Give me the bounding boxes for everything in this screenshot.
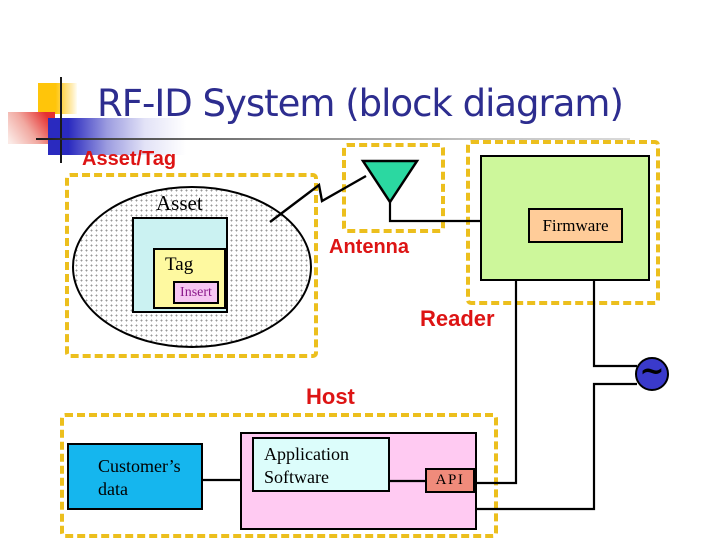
api-node-label: API: [435, 472, 465, 488]
asset-tag-group-box: [65, 173, 318, 358]
firmware-node-label: Firmware: [542, 215, 609, 235]
api-box: API: [425, 468, 475, 493]
deco-blue-square: [48, 118, 205, 155]
tag-node-label: Tag: [165, 254, 194, 275]
title-underline: [36, 138, 630, 140]
customer-data-box: Customer’s data: [67, 443, 203, 510]
application-line1: Application: [264, 444, 349, 464]
reader-label: Reader: [420, 306, 495, 331]
reader-group-box: [466, 140, 660, 305]
deco-yellow-square: [38, 83, 77, 114]
page-title: RF-ID System (block diagram): [97, 82, 624, 125]
asset-tag-label: Asset/Tag: [82, 148, 177, 170]
insert-node-label: Insert: [180, 284, 212, 300]
antenna-group-box: [342, 143, 445, 233]
deco-vertical-line: [60, 77, 62, 163]
ac-source-icon: ~: [635, 353, 669, 391]
customer-data-line1: Customer’s: [98, 456, 181, 476]
insert-box: Insert: [173, 281, 219, 304]
application-line2: Software: [264, 466, 329, 487]
ac-tilde-glyph: ~: [639, 353, 665, 389]
firmware-box: Firmware: [528, 208, 623, 243]
application-software-box: Application Software: [252, 437, 390, 492]
host-label: Host: [306, 384, 355, 409]
ac-to-host-line: [477, 382, 637, 511]
asset-node-label: Asset: [156, 191, 203, 215]
antenna-label: Antenna: [329, 236, 409, 258]
customer-data-line2: data: [98, 479, 128, 500]
